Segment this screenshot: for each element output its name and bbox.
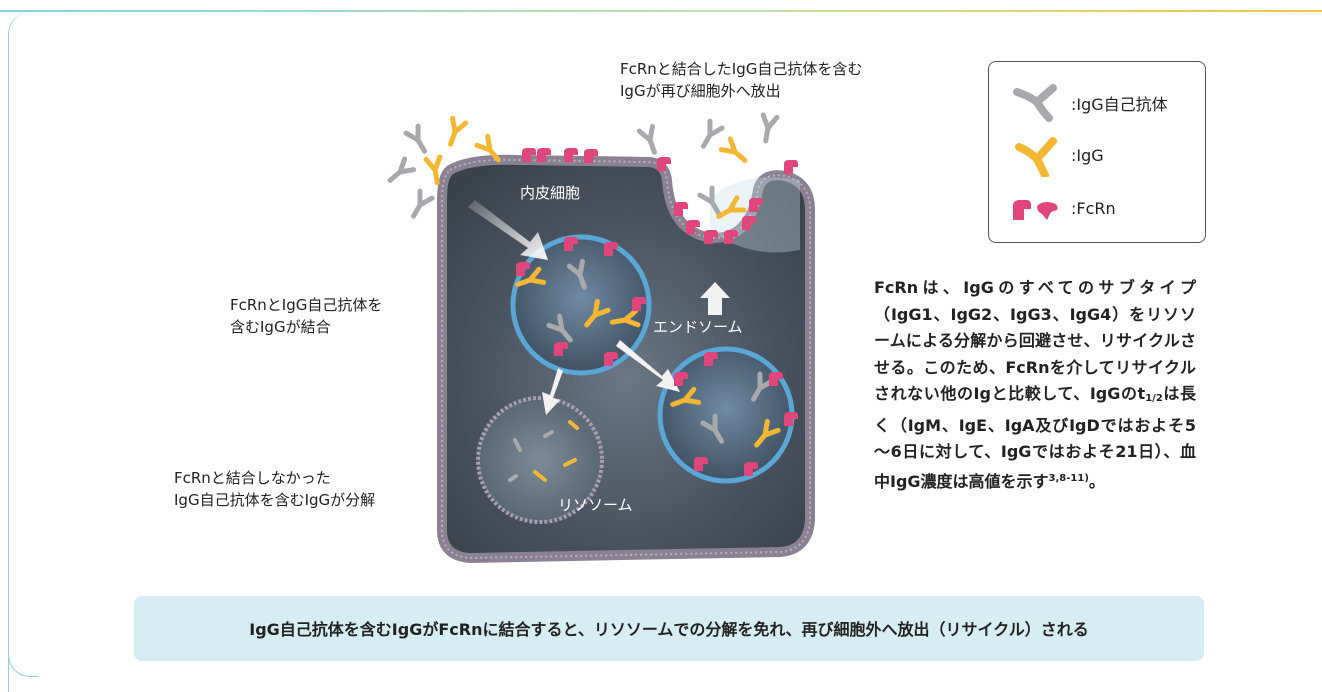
- content-frame: [8, 12, 1322, 692]
- cell-diagram: 内皮細胞 エンドソーム リソソーム: [380, 110, 815, 564]
- arrow-to-sorting: [616, 340, 680, 392]
- binding-label-line2: 含むIgGが結合: [230, 318, 331, 336]
- binding-label-line1: FcRnとIgG自己抗体を: [230, 296, 383, 314]
- endosome-binding: [510, 234, 652, 376]
- legend: :IgG自己抗体 :IgG :FcRn: [988, 61, 1206, 243]
- arrow-up-exocytosis: [700, 282, 730, 315]
- summary-text: IgG自己抗体を含むIgGがFcRnに結合すると、リソソームでの分解を免れ、再び…: [249, 620, 1089, 639]
- released-label: FcRnと結合したIgG自己抗体を含む IgGが再び細胞外へ放出: [620, 58, 862, 102]
- cell-label-endosome: エンドソーム: [653, 318, 743, 336]
- arrow-entry: [468, 200, 548, 260]
- endosome-sorting: [657, 346, 795, 484]
- description-sub: 1/2: [1145, 393, 1163, 404]
- released-label-line1: FcRnと結合したIgG自己抗体を含む: [620, 60, 863, 78]
- description-ref: 3,8-11): [1048, 472, 1089, 484]
- legend-label-autoantibody: :IgG自己抗体: [1071, 95, 1168, 114]
- autoantibody-icon: [1013, 84, 1057, 122]
- legend-row-autoantibody: :IgG自己抗体: [989, 82, 1205, 122]
- legend-row-igg: :IgG: [989, 137, 1205, 177]
- lysosome: [476, 396, 604, 524]
- degraded-label-line2: IgG自己抗体を含むIgGが分解: [174, 491, 376, 509]
- binding-label: FcRnとIgG自己抗体を 含むIgGが結合: [230, 294, 382, 338]
- lysosome-fragments: [508, 420, 579, 482]
- arrow-to-lysosome: [542, 368, 563, 415]
- legend-label-igg: :IgG: [1071, 146, 1104, 165]
- description-text2: は長く（IgM、IgE、IgA及びIgDではおよそ5～6日に対して、IgGではお…: [874, 384, 1196, 491]
- description-end: 。: [1088, 471, 1105, 491]
- cell-label-endothelial: 内皮細胞: [520, 184, 580, 202]
- summary-box: IgG自己抗体を含むIgGがFcRnに結合すると、リソソームでの分解を免れ、再び…: [134, 596, 1204, 661]
- cell-label-lysosome: リソソーム: [558, 496, 633, 514]
- top-rule: [0, 10, 1322, 12]
- fcrn-icon: [1013, 200, 1058, 220]
- description: FcRnは、IgGのすべてのサブタイプ（IgG1、IgG2、IgG3、IgG4）…: [874, 275, 1196, 495]
- degraded-label: FcRnと結合しなかった IgG自己抗体を含むIgGが分解: [174, 467, 375, 511]
- degraded-label-line1: FcRnと結合しなかった: [174, 469, 331, 487]
- released-label-line2: IgGが再び細胞外へ放出: [620, 82, 781, 100]
- legend-label-fcrn: :FcRn: [1071, 199, 1116, 218]
- legend-row-fcrn: :FcRn: [989, 190, 1205, 230]
- igg-icon: [1015, 137, 1057, 177]
- description-text: FcRnは、IgGのすべてのサブタイプ（IgG1、IgG2、IgG3、IgG4）…: [874, 278, 1196, 403]
